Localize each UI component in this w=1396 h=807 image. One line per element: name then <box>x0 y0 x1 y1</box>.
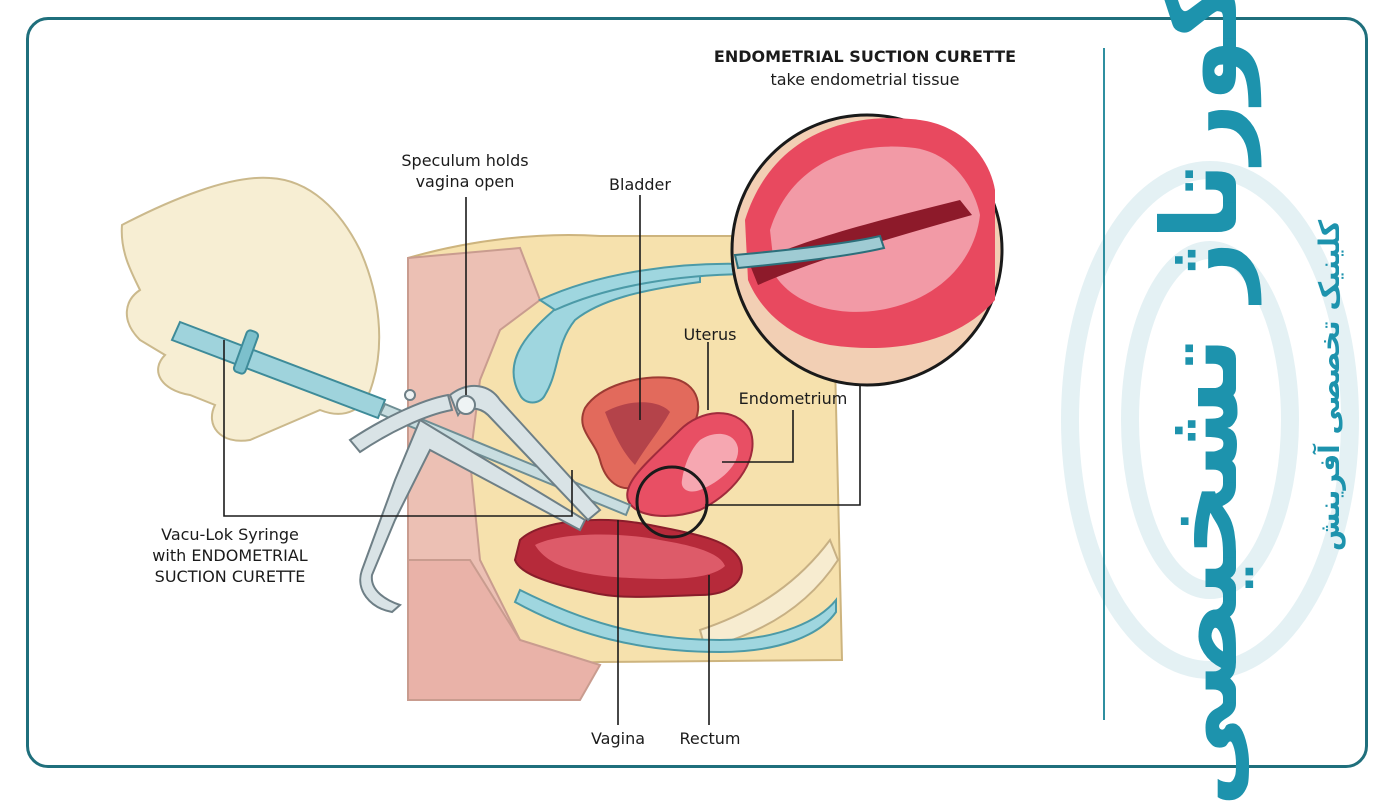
label-curette-title: ENDOMETRIAL SUCTION CURETTE <box>713 47 1017 66</box>
speculum-handle <box>348 393 454 454</box>
leader-curette-zoom <box>705 384 861 506</box>
speculum-screw <box>456 395 476 415</box>
leader-syringe <box>223 340 573 517</box>
anatomy-illustration <box>120 113 1359 725</box>
label-bladder: Bladder <box>609 175 671 194</box>
label-syringe-1: Vacu-Lok Syringe <box>161 525 299 544</box>
spine <box>698 537 840 650</box>
label-speculum-1: Speculum holds <box>401 151 529 170</box>
rectum-inner <box>535 534 725 579</box>
label-vagina: Vagina <box>590 729 646 748</box>
brand-subtitle: کلینیک تخصصی آفرینش <box>1300 210 1360 560</box>
zoom-circle-small <box>635 465 709 539</box>
label-speculum-2: vagina open <box>415 172 515 191</box>
syringe-barrel <box>170 320 387 420</box>
label-syringe-2: with ENDOMETRIAL <box>152 546 308 565</box>
label-endometrium: Endometrium <box>738 389 848 408</box>
speculum-pivot <box>404 389 416 401</box>
brand-divider <box>1103 48 1105 720</box>
label-uterus: Uterus <box>683 325 737 344</box>
label-curette-sub: take endometrial tissue <box>770 70 960 89</box>
syringe-ring <box>232 329 260 375</box>
leader-endometrium <box>722 410 794 463</box>
leader-lines <box>223 195 861 725</box>
zoom-curette <box>733 234 886 270</box>
speculum-lower <box>359 418 587 614</box>
label-syringe-3: SUCTION CURETTE <box>154 567 306 586</box>
brand-subtitle-text: کلینیک تخصصی آفرینش <box>1313 219 1347 551</box>
logo-ghost <box>1061 161 1359 679</box>
buttock-skin <box>407 559 602 701</box>
label-rectum: Rectum <box>679 729 741 748</box>
uterus-cavity <box>605 402 670 465</box>
bladder-shape <box>512 266 701 404</box>
colon-tube <box>513 588 837 654</box>
brand-title-text: کورتاژ تشخیصی <box>1139 0 1261 807</box>
brand-title: کورتاژ تشخیصی <box>1120 0 1280 807</box>
